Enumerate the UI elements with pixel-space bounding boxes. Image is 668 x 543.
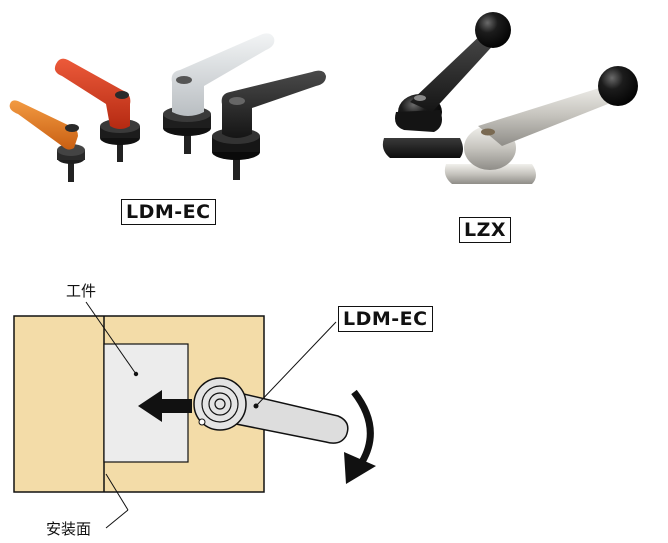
model-label-lzx: LZX xyxy=(459,217,512,243)
lever-red xyxy=(54,58,140,162)
leader-lines xyxy=(85,301,337,529)
workpiece-label: 工件 xyxy=(66,282,97,300)
lever-black xyxy=(212,70,326,180)
lever-lzx-steel xyxy=(444,66,638,184)
lever-orange xyxy=(9,100,85,182)
mounting-surface-label: 安装面 xyxy=(46,520,92,538)
model-label-ldm-ec: LDM-EC xyxy=(121,199,216,225)
push-arrow xyxy=(138,390,192,422)
lever-white xyxy=(163,33,275,154)
lever-handle xyxy=(193,377,349,444)
lever-lzx-black xyxy=(382,12,511,158)
rotation-arrow xyxy=(344,389,376,484)
callout-label-ldm-ec: LDM-EC xyxy=(338,306,433,332)
